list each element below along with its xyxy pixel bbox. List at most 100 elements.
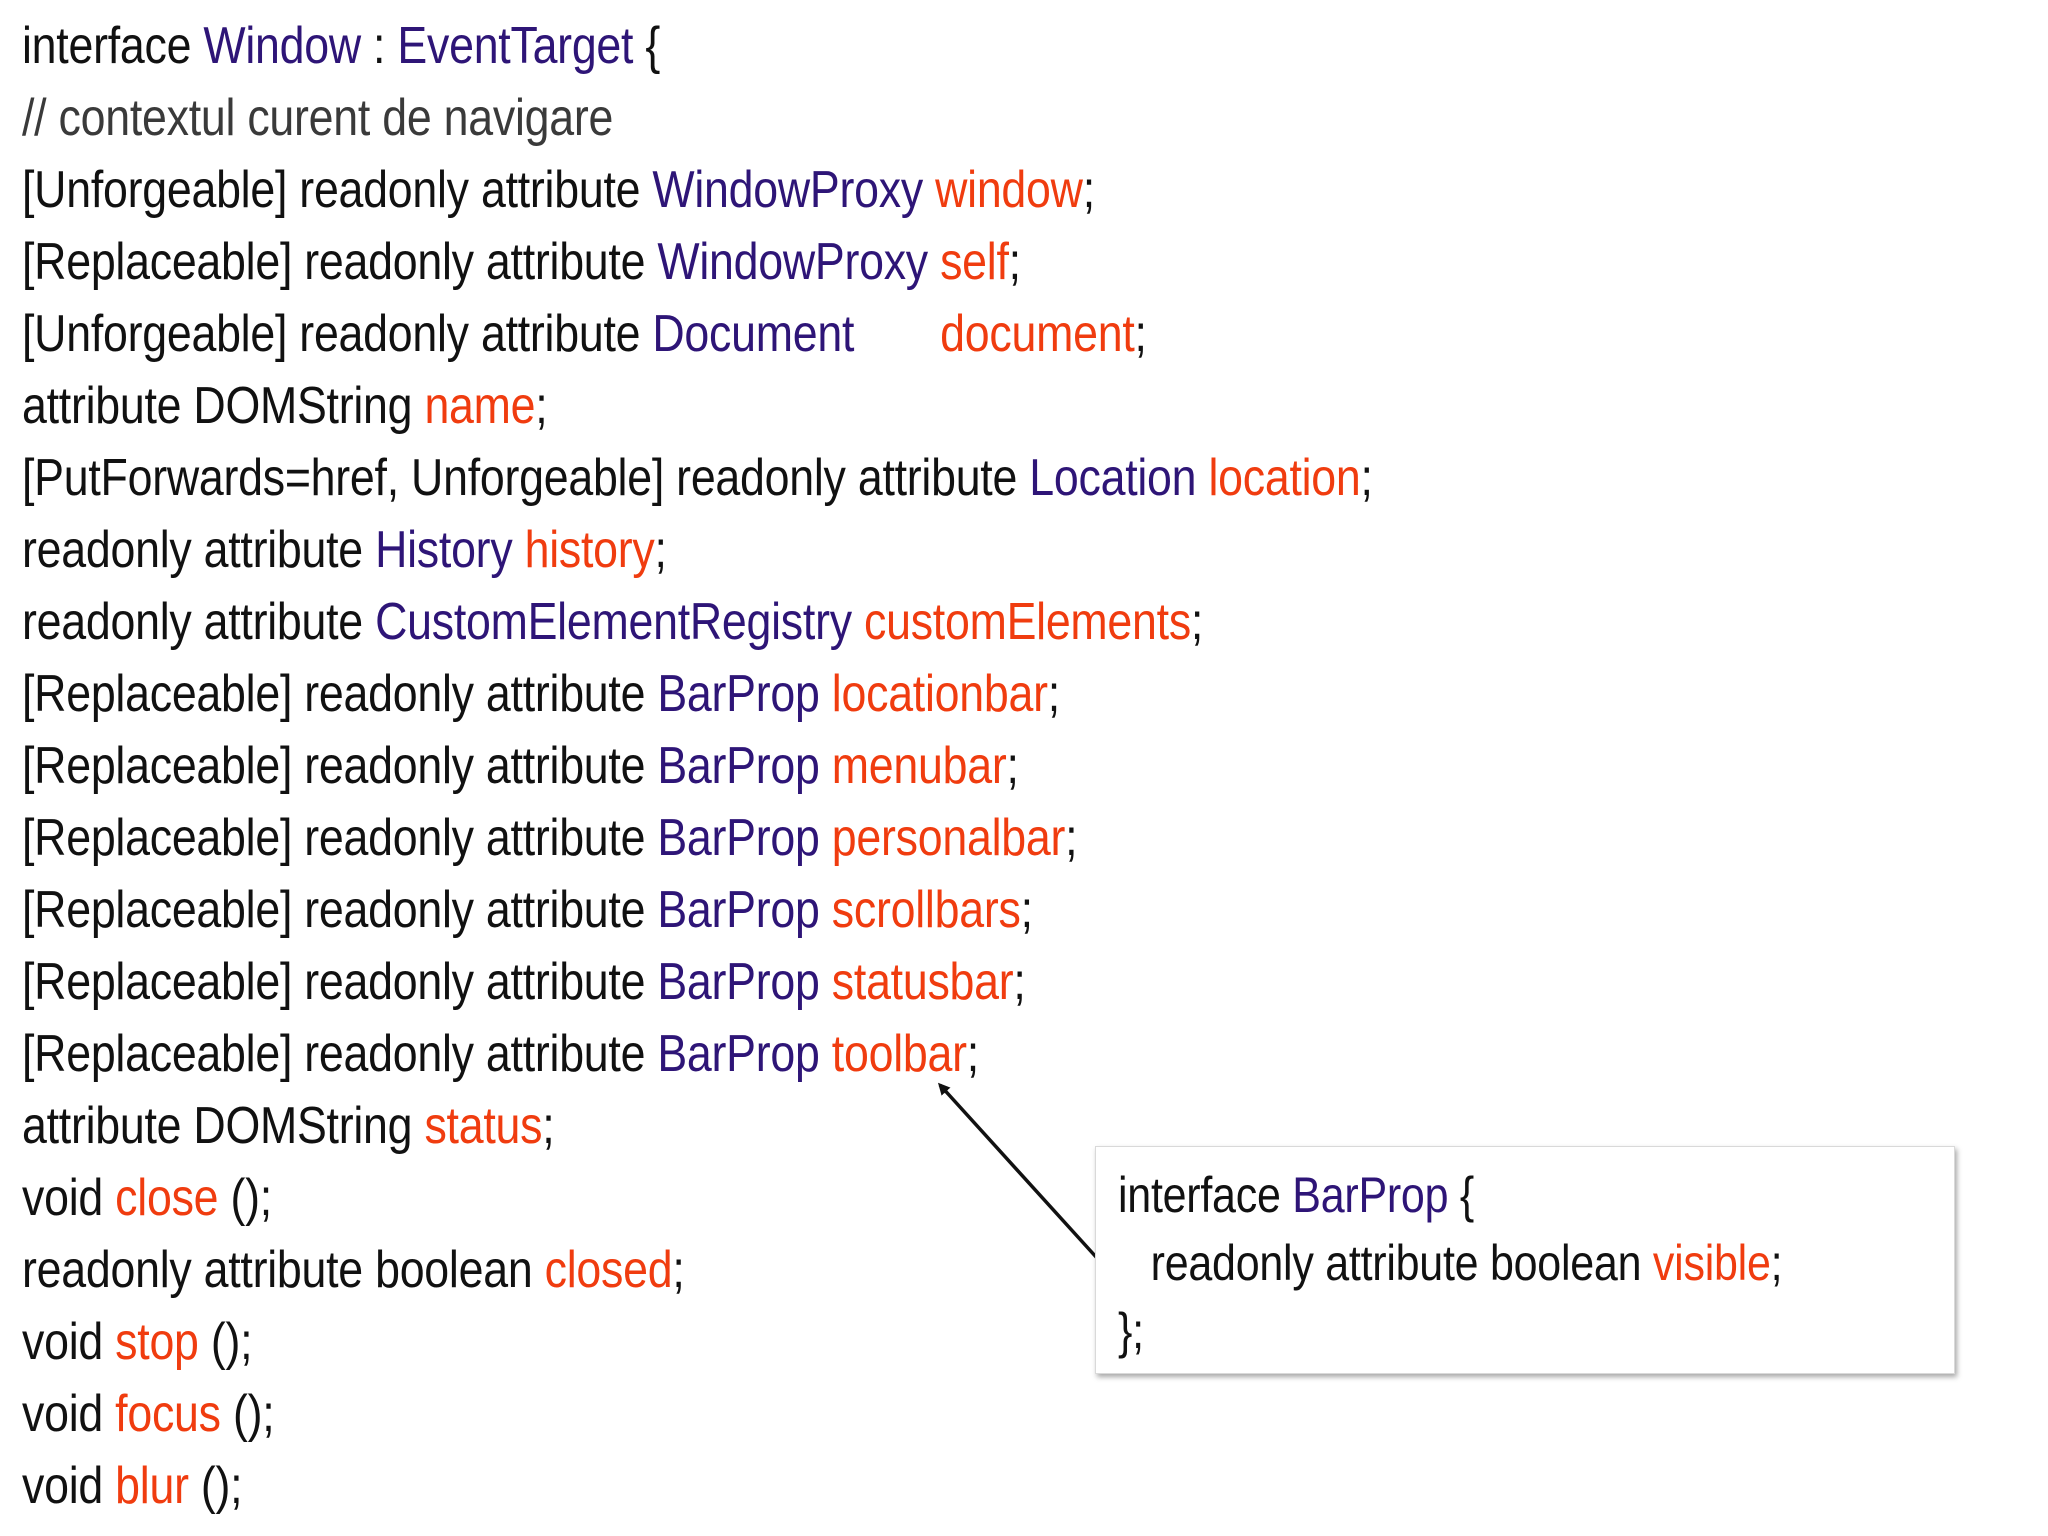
plain-token: ; <box>1065 809 1078 867</box>
plain-token: [Unforgeable] readonly attribute <box>22 161 653 219</box>
member-token: blur <box>115 1457 189 1515</box>
plain-token: ; <box>1134 305 1147 363</box>
box-line-1: interface BarProp { <box>1118 1161 1782 1229</box>
plain-token: ; <box>1190 593 1204 651</box>
plain-token <box>820 809 832 867</box>
plain-token: [Unforgeable] readonly attribute <box>22 305 653 363</box>
plain-token: ; <box>1013 953 1026 1011</box>
member-token: document <box>940 305 1135 363</box>
type-token: BarProp <box>657 953 820 1011</box>
plain-token: (); <box>198 1313 253 1371</box>
plain-token: ; <box>535 377 548 435</box>
type-token: Location <box>1029 449 1197 507</box>
code-line-13: [Replaceable] readonly attribute BarProp… <box>22 874 1656 946</box>
box-line-2: readonly attribute boolean visible; <box>1118 1229 1783 1297</box>
code-line-9: readonly attribute CustomElementRegistry… <box>22 586 1656 658</box>
plain-token: ; <box>654 521 667 579</box>
code-line-16: attribute DOMString status; <box>22 1090 1656 1162</box>
plain-token: void <box>22 1385 116 1443</box>
member-token: menubar <box>831 737 1007 795</box>
plain-token <box>512 521 524 579</box>
member-token: locationbar <box>831 665 1048 723</box>
member-token: self <box>940 233 1009 291</box>
plain-token: ; <box>1047 665 1060 723</box>
type-token: BarProp <box>1292 1167 1449 1223</box>
plain-token: attribute DOMString <box>22 377 425 435</box>
member-token: window <box>935 161 1083 219</box>
plain-token: ; <box>1008 233 1021 291</box>
member-token: close <box>115 1169 219 1227</box>
plain-token: readonly attribute <box>22 593 376 651</box>
code-line-18: readonly attribute boolean closed; <box>22 1234 1656 1306</box>
type-token: WindowProxy <box>657 233 928 291</box>
plain-token <box>820 953 832 1011</box>
code-line-4: [Replaceable] readonly attribute WindowP… <box>22 226 1656 298</box>
type-token: BarProp <box>657 737 820 795</box>
code-line-20: void focus (); <box>22 1378 1656 1450</box>
plain-token: { <box>633 17 661 75</box>
plain-token: [Replaceable] readonly attribute <box>22 737 658 795</box>
plain-token: readonly attribute <box>22 521 376 579</box>
code-line-11: [Replaceable] readonly attribute BarProp… <box>22 730 1656 802</box>
plain-token: attribute DOMString <box>22 1097 425 1155</box>
type-token: CustomElementRegistry <box>375 593 852 651</box>
plain-token: ; <box>1006 737 1019 795</box>
code-line-19: void stop (); <box>22 1306 1656 1378</box>
type-token: History <box>375 521 513 579</box>
code-line-1: interface Window : EventTarget { <box>22 10 1656 82</box>
plain-token: (); <box>188 1457 243 1515</box>
plain-token: [Replaceable] readonly attribute <box>22 665 658 723</box>
plain-token: [Replaceable] readonly attribute <box>22 953 658 1011</box>
plain-token <box>923 161 935 219</box>
code-line-8: readonly attribute History history; <box>22 514 1656 586</box>
type-token: BarProp <box>657 665 820 723</box>
plain-token: [PutForwards=href, Unforgeable] readonly… <box>22 449 1030 507</box>
code-line-5: [Unforgeable] readonly attribute Documen… <box>22 298 1656 370</box>
type-token: BarProp <box>657 881 820 939</box>
plain-token: void <box>22 1457 116 1515</box>
code-line-17: void close (); <box>22 1162 1656 1234</box>
plain-token: ; <box>1082 161 1095 219</box>
plain-token: readonly attribute boolean <box>22 1241 545 1299</box>
type-token: EventTarget <box>397 17 634 75</box>
member-token: toolbar <box>831 1025 967 1083</box>
plain-token: [Replaceable] readonly attribute <box>22 881 658 939</box>
plain-token <box>852 593 864 651</box>
member-token: visible <box>1652 1235 1771 1291</box>
window-interface-code: interface Window : EventTarget {// conte… <box>22 10 1922 1522</box>
member-token: history <box>524 521 655 579</box>
plain-token: ; <box>1770 1235 1783 1291</box>
plain-token: ; <box>1360 449 1373 507</box>
member-token: focus <box>115 1385 221 1443</box>
code-line-7: [PutForwards=href, Unforgeable] readonly… <box>22 442 1656 514</box>
plain-token: interface <box>1118 1167 1293 1223</box>
code-line-10: [Replaceable] readonly attribute BarProp… <box>22 658 1656 730</box>
code-line-12: [Replaceable] readonly attribute BarProp… <box>22 802 1656 874</box>
type-token: Window <box>203 17 361 75</box>
plain-token <box>1196 449 1208 507</box>
plain-token <box>820 737 832 795</box>
plain-token: ; <box>966 1025 979 1083</box>
barprop-interface-code: interface BarProp {readonly attribute bo… <box>1118 1161 1890 1365</box>
member-token: statusbar <box>831 953 1014 1011</box>
code-line-6: attribute DOMString name; <box>22 370 1656 442</box>
plain-token: }; <box>1118 1303 1144 1359</box>
plain-token <box>820 881 832 939</box>
plain-token: ; <box>1020 881 1033 939</box>
plain-token: [Replaceable] readonly attribute <box>22 233 658 291</box>
plain-token: { <box>1448 1167 1475 1223</box>
code-line-15: [Replaceable] readonly attribute BarProp… <box>22 1018 1656 1090</box>
plain-token: (); <box>218 1169 272 1227</box>
member-token: customElements <box>863 593 1191 651</box>
member-token: closed <box>544 1241 673 1299</box>
plain-token: ; <box>542 1097 555 1155</box>
type-token: BarProp <box>657 1025 820 1083</box>
plain-token <box>928 233 940 291</box>
plain-token: readonly attribute boolean <box>1150 1235 1653 1291</box>
code-line-14: [Replaceable] readonly attribute BarProp… <box>22 946 1656 1018</box>
barprop-interface-box: interface BarProp {readonly attribute bo… <box>1095 1146 1955 1374</box>
plain-token: [Replaceable] readonly attribute <box>22 1025 658 1083</box>
type-token: WindowProxy <box>652 161 923 219</box>
box-line-3: }; <box>1118 1297 1782 1365</box>
